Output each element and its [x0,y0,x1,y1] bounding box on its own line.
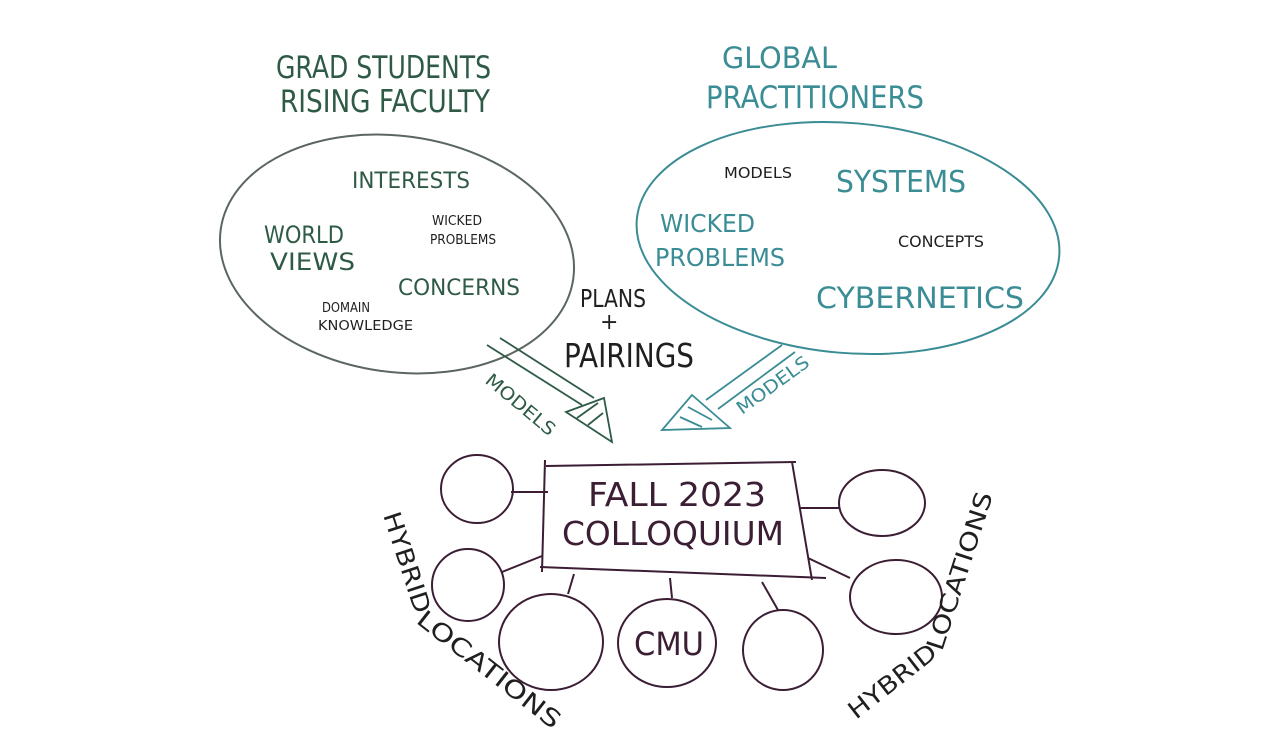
location-circle-right-middle [849,559,943,635]
right-heading-line2: PRACTITIONERS [706,80,924,116]
right-group: GLOBAL PRACTITIONERS MODELS SYSTEMS WICK… [635,41,1061,356]
left-item-domain-line1: DOMAIN [322,301,370,316]
left-arrow-label: MODELS [481,370,560,441]
left-models-arrow [486,337,614,444]
pairings-label: PAIRINGS [564,336,694,375]
left-heading-line2: RISING FACULTY [280,84,490,120]
plans-label: PLANS [580,284,646,313]
hybrid-left-line1: HYBRID [377,508,436,617]
right-item-concepts: CONCEPTS [898,232,984,251]
hybrid-left-line2: LOCATIONS [411,605,566,731]
cmu-label: CMU [634,625,704,663]
hybrid-right-line2: LOCATIONS [921,488,999,654]
right-models-arrow [659,344,796,431]
left-heading-line1: GRAD STUDENTS [276,50,491,86]
location-circle-bottom-left [498,593,604,691]
right-group-circle [635,120,1061,356]
left-group: GRAD STUDENTS RISING FACULTY INTERESTS W… [218,50,576,375]
location-circle-left-middle [431,548,505,622]
plus-label: + [600,310,618,335]
left-item-wicked-line1: WICKED [432,214,482,229]
left-item-domain-line2: KNOWLEDGE [318,319,413,334]
hybrid-right-line1: HYBRID [842,638,942,725]
plans-pairings-note: PLANS + PAIRINGS [564,284,694,375]
colloquium-box: FALL 2023 COLLOQUIUM [539,459,827,581]
right-item-wicked-line1: WICKED [660,209,755,238]
left-item-wicked-line2: PROBLEMS [430,233,496,248]
right-item-wicked-line2: PROBLEMS [655,243,785,272]
colloquium-box-outline [539,459,827,581]
right-item-systems: SYSTEMS [836,165,966,200]
location-circle-cmu [617,598,717,688]
location-nodes [431,454,943,691]
left-item-interests: INTERESTS [352,169,470,194]
location-circle-right-top [838,469,926,537]
location-circle-left-top [440,454,514,524]
left-group-circle [218,133,576,375]
left-item-world-line2: VIEWS [270,248,355,276]
right-arrow-label: MODELS [733,352,814,419]
right-heading-line1: GLOBAL [722,41,837,75]
right-item-cybernetics: CYBERNETICS [816,281,1024,315]
location-circle-bottom-right [742,609,824,691]
left-item-world-line1: WORLD [264,221,344,249]
left-item-concerns: CONCERNS [398,276,520,301]
right-item-models: MODELS [724,164,792,182]
colloquium-title-line2: COLLOQUIUM [562,514,784,553]
colloquium-title-line1: FALL 2023 [588,475,766,514]
